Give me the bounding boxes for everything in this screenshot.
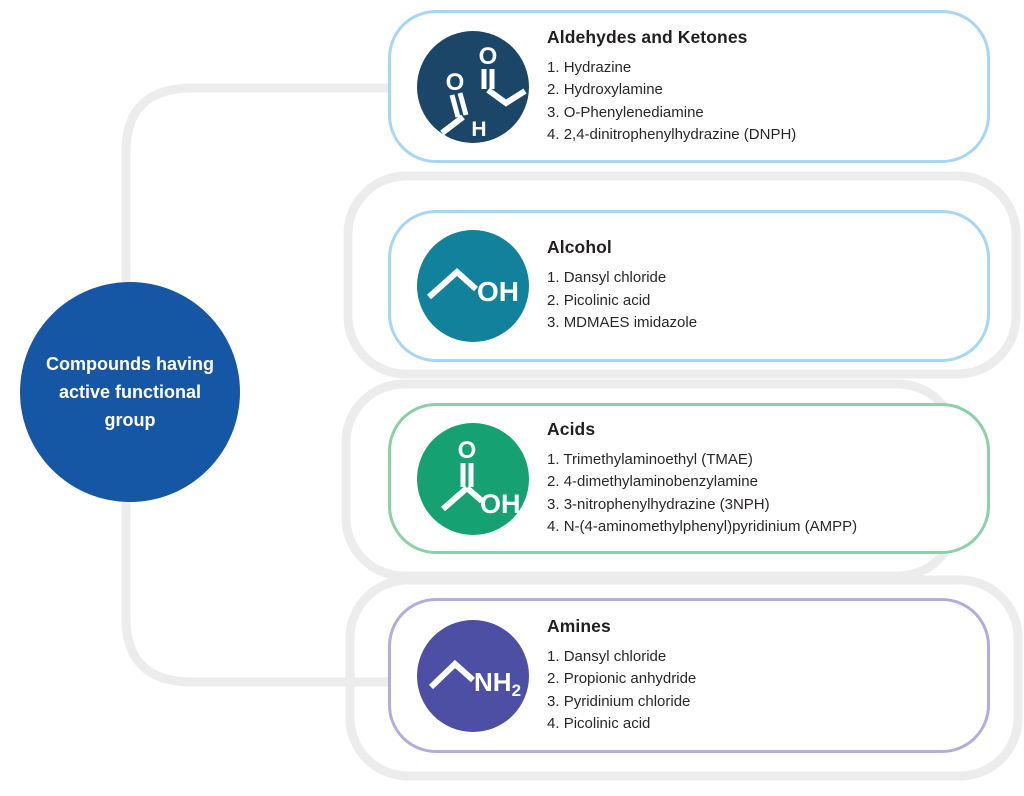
root-node-circle: Compounds having active functional group bbox=[20, 282, 240, 502]
svg-text:NH2: NH2 bbox=[474, 667, 521, 700]
category-card-aldehydes-ketones: O O H Aldehydes and Ketones Hydrazine Hy… bbox=[388, 10, 990, 163]
reagent-item: Picolinic acid bbox=[563, 715, 651, 732]
category-content: Aldehydes and Ketones Hydrazine Hydroxyl… bbox=[547, 27, 796, 147]
root-label-line: group bbox=[104, 410, 156, 430]
root-label-line: Compounds having bbox=[46, 354, 214, 374]
category-card-acids: O OH Acids Trimethylaminoethyl (TMAE) 4-… bbox=[388, 403, 990, 554]
reagent-item: 4-dimethylaminobenzylamine bbox=[563, 473, 758, 490]
reagent-item: Dansyl chloride bbox=[563, 647, 667, 665]
category-title: Alcohol bbox=[547, 237, 612, 258]
svg-text:OH: OH bbox=[480, 489, 521, 519]
reagent-list: Dansyl chloride Picolinic acid MDMAES im… bbox=[547, 267, 697, 335]
aldehyde-ketone-structure-icon: O O H bbox=[417, 30, 529, 143]
category-card-alcohol: OH Alcohol Dansyl chloride Picolinic aci… bbox=[388, 210, 990, 362]
reagent-item: 2,4-dinitrophenylhydrazine (DNPH) bbox=[563, 126, 797, 143]
root-label-line: active functional bbox=[58, 382, 202, 402]
category-title: Acids bbox=[547, 418, 596, 439]
carboxylic-acid-structure-icon: O OH bbox=[417, 422, 529, 535]
reagent-item: Pyridinium chloride bbox=[563, 692, 691, 710]
reagent-item: 3-nitrophenylhydrazine (3NPH) bbox=[563, 495, 770, 513]
reagent-item: MDMAES imidazole bbox=[563, 314, 698, 332]
category-title: Aldehydes and Ketones bbox=[547, 26, 748, 47]
reagent-item: N-(4-aminomethylphenyl)pyridinium (AMPP) bbox=[563, 518, 858, 535]
reagent-item: Hydrazine bbox=[563, 58, 632, 76]
reagent-item: Propionic anhydride bbox=[563, 670, 697, 687]
reagent-list: Dansyl chloride Propionic anhydride Pyri… bbox=[547, 646, 697, 736]
card-halo-outline-alcohol bbox=[343, 171, 1021, 379]
root-node-label: Compounds having active functional group bbox=[46, 350, 214, 434]
category-content: Alcohol Dansyl chloride Picolinic acid M… bbox=[547, 237, 697, 335]
category-card-amines: NH2 Amines Dansyl chloride Propionic anh… bbox=[388, 598, 990, 753]
reagent-list: Hydrazine Hydroxylamine O-Phenylenediami… bbox=[547, 57, 797, 147]
svg-text:O: O bbox=[479, 43, 498, 70]
reagent-item: Hydroxylamine bbox=[563, 81, 663, 98]
reagent-item: Dansyl chloride bbox=[563, 269, 667, 287]
alcohol-structure-icon: OH bbox=[417, 230, 529, 342]
reagent-item: Picolinic acid bbox=[563, 291, 651, 309]
svg-text:H: H bbox=[471, 118, 486, 141]
reagent-item: Trimethylaminoethyl (TMAE) bbox=[563, 450, 753, 468]
svg-text:O: O bbox=[458, 437, 477, 464]
reagent-item: O-Phenylenediamine bbox=[563, 103, 704, 121]
primary-amine-structure-icon: NH2 bbox=[417, 619, 529, 732]
svg-text:O: O bbox=[446, 69, 465, 96]
card-halo-outline-amines bbox=[345, 575, 1023, 781]
category-title: Amines bbox=[547, 615, 611, 636]
category-content: Acids Trimethylaminoethyl (TMAE) 4-dimet… bbox=[547, 419, 857, 539]
svg-text:OH: OH bbox=[477, 276, 519, 307]
reagent-list: Trimethylaminoethyl (TMAE) 4-dimethylami… bbox=[547, 449, 857, 539]
category-content: Amines Dansyl chloride Propionic anhydri… bbox=[547, 616, 696, 736]
